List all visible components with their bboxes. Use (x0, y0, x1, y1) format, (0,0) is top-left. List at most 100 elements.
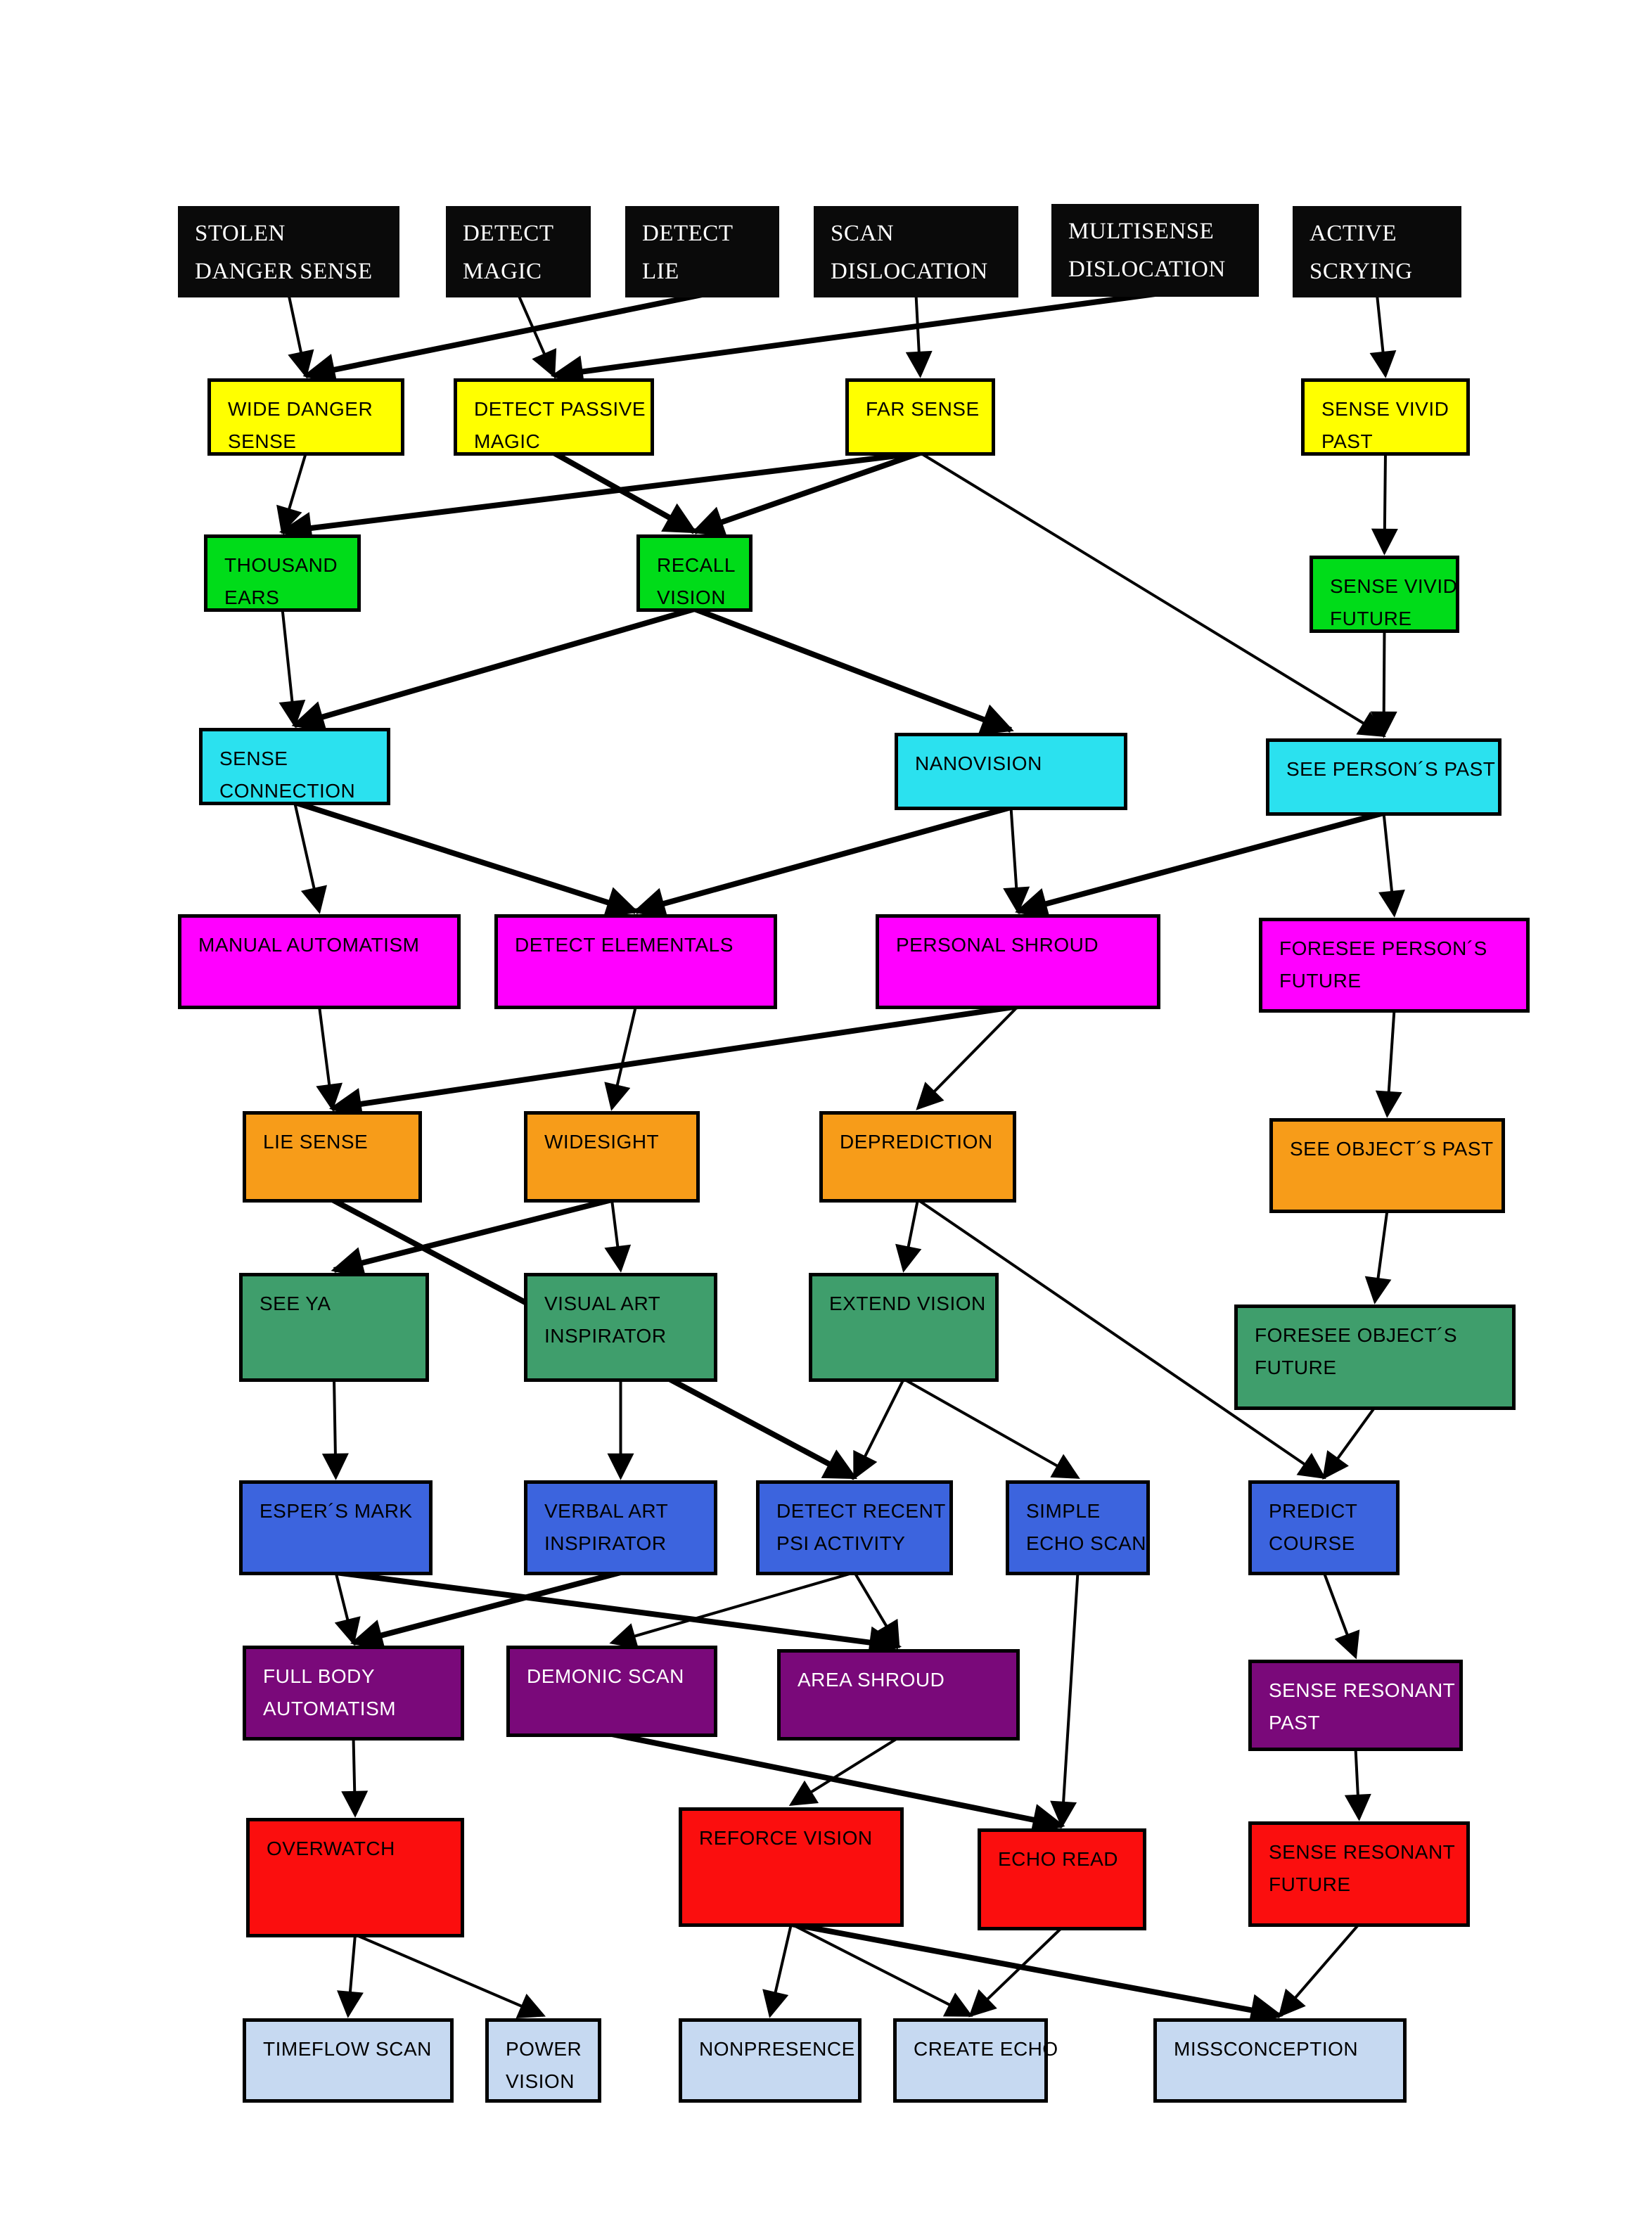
flow-node-label: STOLEN (195, 221, 286, 246)
flow-node-widesight: WIDESIGHT (524, 1111, 700, 1203)
flow-node-see-persons-past: SEE PERSON´S PAST (1266, 738, 1501, 816)
flow-node-label: CREATE ECHO (914, 2038, 1058, 2060)
edge-sense-connection-detect-elementals (293, 800, 639, 918)
flow-node-label: FUTURE (1279, 970, 1362, 992)
flow-node-label: FORESEE OBJECT´S (1255, 1324, 1458, 1346)
edge-verbal-art-inspirator-full-body-automatism (350, 1570, 622, 1651)
edge-foresee-persons-future-see-objects-past (1375, 1009, 1402, 1118)
edge-recall-vision-sense-connection (291, 606, 696, 733)
edge-simple-echo-scan-echo-read (1050, 1572, 1080, 1828)
flow-node-label: SIMPLE (1026, 1500, 1101, 1522)
edge-stolen-danger-sense-wide-danger-sense (287, 294, 314, 378)
flow-node-label: MAGIC (463, 259, 542, 284)
edge-detect-recent-psi-activity-demonic-scan (609, 1571, 855, 1649)
flow-node-label: SEE OBJECT´S PAST (1290, 1138, 1494, 1160)
flow-node-label: WIDESIGHT (544, 1131, 660, 1153)
flow-node-label: DETECT (642, 221, 734, 246)
flow-node-label: AREA SHROUD (798, 1669, 945, 1691)
edge-multisense-dislocation-detect-passive-magic (550, 291, 1156, 388)
edge-sense-connection-manual-automatism (293, 802, 328, 914)
flow-node-label: DETECT ELEMENTALS (515, 934, 734, 956)
flow-node-label: FULL BODY (263, 1665, 376, 1687)
flow-node-label: ESPER´S MARK (260, 1500, 413, 1522)
flow-node-label: CONNECTION (219, 780, 356, 802)
edge-nanovision-personal-shroud (1003, 807, 1030, 914)
edge-far-sense-thousand-ears (278, 450, 921, 544)
edge-personal-shroud-deprediction (916, 1005, 1019, 1110)
flow-node-label: OVERWATCH (267, 1838, 395, 1859)
edge-reforce-vision-nonpresence (762, 1923, 793, 2018)
flow-node-sense-connection: SENSE CONNECTION (199, 728, 390, 805)
edge-see-objects-past-foresee-objects-future (1364, 1210, 1392, 1305)
edge-far-sense-see-persons-past (919, 451, 1386, 737)
flow-node-label: MANUAL AUTOMATISM (198, 934, 420, 956)
flow-node-label: SCRYING (1310, 259, 1413, 284)
flow-node-label: AUTOMATISM (263, 1698, 397, 1719)
edge-sense-vivid-future-see-persons-past (1370, 629, 1397, 738)
edge-manual-automatism-lie-sense (316, 1006, 343, 1111)
edge-see-ya-espers-mark (321, 1378, 349, 1480)
edge-detect-elementals-widesight (604, 1006, 637, 1111)
flow-node-label: FAR SENSE (866, 398, 980, 420)
edge-widesight-see-ya (331, 1197, 613, 1279)
edge-detect-passive-magic-recall-vision (552, 450, 698, 534)
flow-node-label: INSPIRATOR (544, 1532, 667, 1554)
flow-node-label: REFORCE VISION (699, 1827, 873, 1849)
flow-node-detect-elementals: DETECT ELEMENTALS (494, 914, 777, 1009)
flow-node-label: SENSE RESONANT (1269, 1679, 1456, 1701)
flow-node-deprediction: DEPREDICTION (819, 1111, 1016, 1203)
flow-node-label: VISION (657, 587, 726, 608)
edge-echo-read-create-echo (968, 1926, 1063, 2018)
flow-node-reforce-vision: REFORCE VISION (679, 1807, 904, 1927)
flow-node-label: DETECT RECENT (776, 1500, 946, 1522)
flow-node-label: PREDICT (1269, 1500, 1358, 1522)
flow-node-label: DEMONIC SCAN (527, 1665, 684, 1687)
edge-area-shroud-reforce-vision (788, 1736, 899, 1807)
flow-node-label: SENSE VIVID (1330, 575, 1458, 597)
flow-node-missconception: MISSCONCEPTION (1153, 2018, 1407, 2103)
flow-node-extend-vision: EXTEND VISION (809, 1273, 999, 1382)
flow-node-label: LIE SENSE (263, 1131, 369, 1153)
flow-node-label: SENSE (228, 430, 297, 452)
flow-node-timeflow-scan: TIMEFLOW SCAN (243, 2018, 454, 2103)
edge-detect-lie-wide-danger-sense (302, 292, 703, 386)
edge-sense-resonant-past-sense-resonant-future (1344, 1748, 1371, 1821)
flow-node-label: FORESEE PERSON´S (1279, 937, 1487, 959)
edge-overwatch-power-vision (354, 1933, 546, 2018)
edge-active-scrying-sense-vivid-past (1369, 294, 1397, 378)
edge-scan-dislocation-far-sense (905, 294, 933, 378)
edge-espers-mark-full-body-automatism (334, 1572, 361, 1646)
flow-node-overwatch: OVERWATCH (246, 1818, 464, 1937)
edge-see-persons-past-foresee-persons-future (1378, 812, 1405, 918)
edge-foresee-objects-future-predict-course (1322, 1406, 1376, 1480)
flow-node-foresee-persons-future: FORESEE PERSON´S FUTURE (1259, 918, 1530, 1013)
flow-node-espers-mark: ESPER´S MARK (239, 1480, 433, 1575)
edge-sense-vivid-past-sense-vivid-future (1371, 452, 1398, 556)
flow-node-label: SENSE VIVID (1321, 398, 1449, 420)
flow-node-label: ECHO READ (998, 1848, 1118, 1870)
flow-node-label: VISION (506, 2070, 575, 2092)
flow-node-lie-sense: LIE SENSE (243, 1111, 422, 1203)
edge-wide-danger-sense-thousand-ears (276, 452, 307, 534)
edge-see-persons-past-personal-shroud (1015, 810, 1385, 920)
flow-node-label: NANOVISION (915, 752, 1042, 774)
flow-node-label: MAGIC (474, 430, 541, 452)
flow-node-label: SENSE (219, 748, 288, 769)
flow-node-label: EARS (224, 587, 280, 608)
flow-node-echo-read: ECHO READ (978, 1828, 1146, 1930)
flow-node-label: POWER (506, 2038, 582, 2060)
flow-node-label: MULTISENSE (1068, 219, 1215, 244)
flow-node-label: DANGER SENSE (195, 259, 373, 284)
